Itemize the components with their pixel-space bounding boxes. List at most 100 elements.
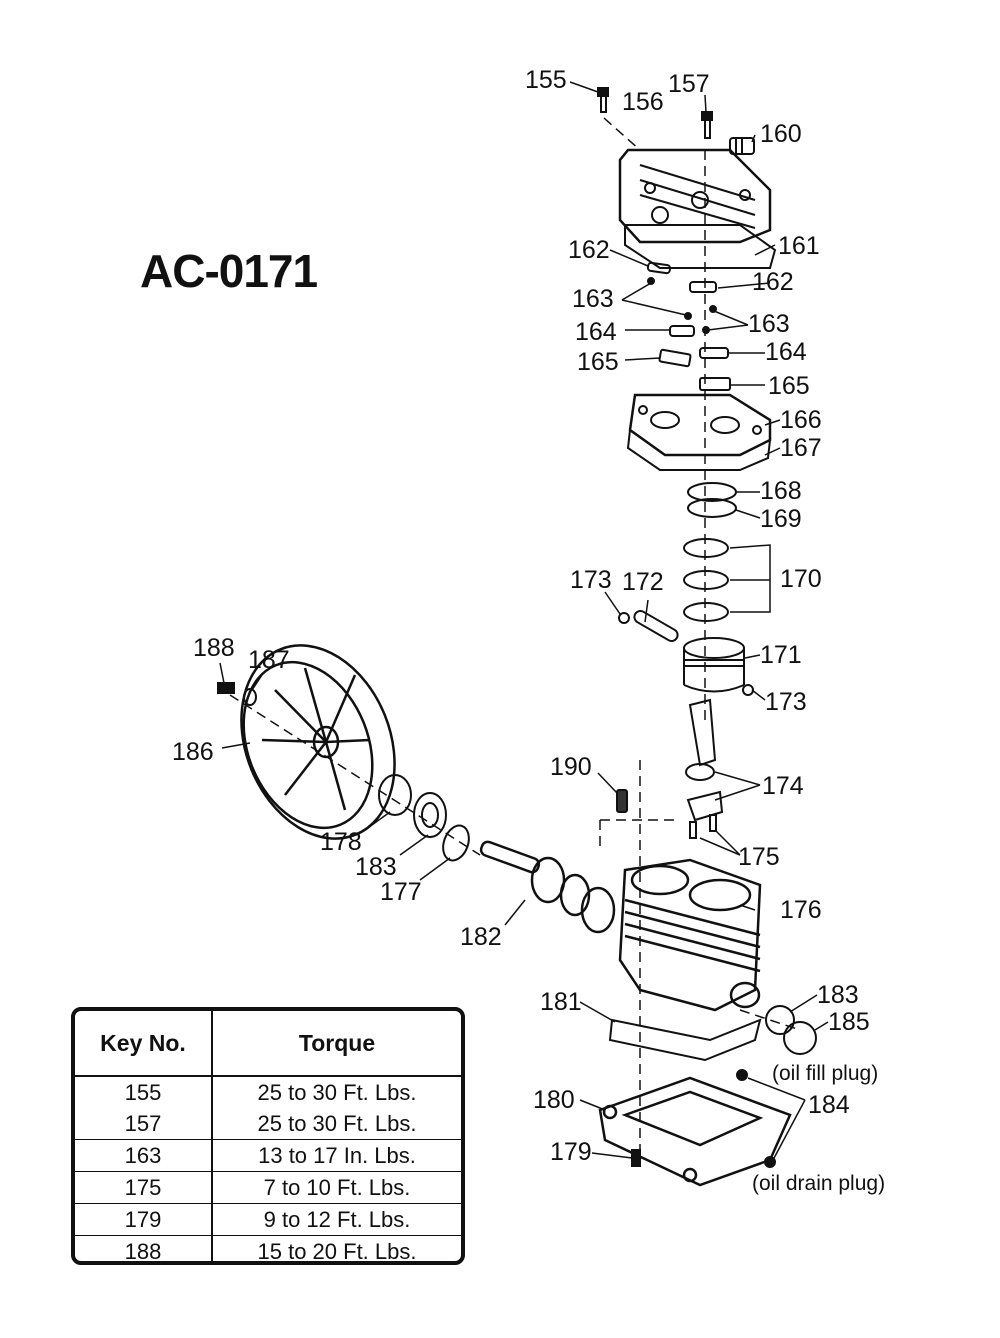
part-label: 184: [808, 1091, 850, 1119]
part-label: 176: [780, 896, 822, 924]
torque-cell: 7 to 10 Ft. Lbs.: [212, 1171, 461, 1204]
table-row: 155 25 to 30 Ft. Lbs.: [75, 1075, 461, 1108]
valve-164-right-icon: [699, 347, 729, 359]
part-label: 167: [780, 434, 822, 462]
table-row: 163 13 to 17 In. Lbs.: [75, 1139, 461, 1172]
plug-185-icon: [783, 1021, 817, 1055]
part-label: 168: [760, 477, 802, 505]
part-label: 173: [765, 688, 807, 716]
bearing-183-left-icon: [413, 792, 447, 838]
part-label: 178: [320, 828, 362, 856]
part-label: 155: [525, 66, 567, 94]
fitting-160-icon: [729, 137, 755, 155]
key-no-cell: 155: [75, 1075, 213, 1108]
key-no-cell: 179: [75, 1203, 213, 1236]
torque-cell: 25 to 30 Ft. Lbs.: [212, 1075, 461, 1108]
wrist-pin-172-icon: [633, 610, 679, 642]
part-label: 188: [193, 634, 235, 662]
part-label: 160: [760, 120, 802, 148]
part-label: 187: [248, 646, 290, 674]
connecting-rod-174-icon: [685, 698, 724, 822]
part-label: 183: [817, 981, 859, 1009]
bolts-175-icon: [689, 814, 717, 839]
gasket-177-icon: [442, 824, 470, 862]
part-label: 157: [668, 70, 710, 98]
part-label: 190: [550, 753, 592, 781]
part-label: 156: [622, 88, 664, 116]
piston-171-icon: [683, 637, 745, 693]
part-label: 182: [460, 923, 502, 951]
key-no-cell: 157: [75, 1108, 213, 1140]
bolt-155-icon: [597, 87, 609, 113]
part-label: (oil drain plug): [752, 1172, 885, 1195]
torque-cell: 25 to 30 Ft. Lbs.: [257, 1110, 417, 1136]
part-label: 169: [760, 505, 802, 533]
part-label: 183: [355, 853, 397, 881]
part-label: 177: [380, 878, 422, 906]
flywheel-186-icon: [240, 644, 396, 840]
part-label: (oil fill plug): [772, 1062, 878, 1085]
gasket-181-icon: [608, 1018, 762, 1062]
torque-cell: 15 to 20 Ft. Lbs.: [212, 1235, 461, 1261]
seal-178-icon: [378, 774, 412, 816]
ring-170c-icon: [683, 602, 729, 622]
base-180-icon: [598, 1076, 792, 1187]
key-no-cell: 163: [75, 1139, 213, 1172]
bolt-188-icon: [217, 682, 235, 694]
clip-173-left-icon: [618, 612, 630, 624]
part-label: 171: [760, 641, 802, 669]
valve-165-right-icon: [699, 377, 731, 391]
part-label: 172: [622, 568, 664, 596]
part-label: 180: [533, 1086, 575, 1114]
bolt-157-icon: [701, 111, 713, 139]
gasket-167-icon: [626, 428, 772, 471]
valve-165-left-icon: [658, 348, 692, 368]
ring-169-icon: [687, 498, 737, 518]
torque-cell: 9 to 12 Ft. Lbs.: [212, 1203, 461, 1236]
valve-162-right-icon: [689, 281, 717, 293]
ring-170a-icon: [683, 538, 729, 558]
part-label: 165: [768, 372, 810, 400]
washer-187-icon: [243, 688, 257, 706]
bearing-183-left-inner-icon: [421, 802, 439, 828]
part-label: 170: [780, 565, 822, 593]
screws-163-icon: [647, 277, 717, 334]
part-label: 173: [570, 566, 612, 594]
part-label: 161: [778, 232, 820, 260]
part-label: 165: [577, 348, 619, 376]
part-label: 179: [550, 1138, 592, 1166]
torque-cell: 13 to 17 In. Lbs.: [212, 1139, 461, 1172]
part-label: 164: [765, 338, 807, 366]
table-row: 188 15 to 20 Ft. Lbs.: [75, 1235, 461, 1261]
valve-164-left-icon: [669, 325, 695, 337]
part-label: 181: [540, 988, 582, 1016]
key-no-cell: 188: [75, 1235, 213, 1261]
oil-fill-plug-184-icon: [736, 1069, 748, 1081]
part-label: 185: [828, 1008, 870, 1036]
table-row: 179 9 to 12 Ft. Lbs.: [75, 1203, 461, 1236]
key-190-icon: [616, 789, 628, 813]
cylinder-head-156-icon: [618, 148, 772, 244]
clip-173-right-icon: [742, 684, 754, 696]
crankcase-176-icon: [618, 858, 762, 1012]
crankshaft-182-icon: [479, 840, 616, 934]
bearing-183-right-icon: [765, 1005, 795, 1035]
part-label: 175: [738, 843, 780, 871]
part-label: 162: [568, 236, 610, 264]
part-label: 164: [575, 318, 617, 346]
column-header-torque: Torque: [212, 1011, 461, 1077]
part-label: 174: [762, 772, 804, 800]
column-header-key-no: Key No.: [75, 1011, 213, 1077]
table-row: 157 25 to 30 Ft. Lbs.: [75, 1108, 461, 1140]
key-no-cell: 175: [75, 1171, 213, 1204]
valve-162-left-icon: [646, 261, 672, 275]
diagram-title: AC-0171: [140, 245, 318, 297]
ring-170b-icon: [683, 570, 729, 590]
part-labels: 155 156 157 160 162 161 163 162 164 163 …: [172, 66, 885, 1195]
head-gasket-161-icon: [624, 224, 777, 269]
torque-table: Key No. Torque 155 25 to 30 Ft. Lbs. 157…: [71, 1007, 465, 1265]
part-label: 162: [752, 268, 794, 296]
part-label: 166: [780, 406, 822, 434]
part-label: 163: [572, 285, 614, 313]
